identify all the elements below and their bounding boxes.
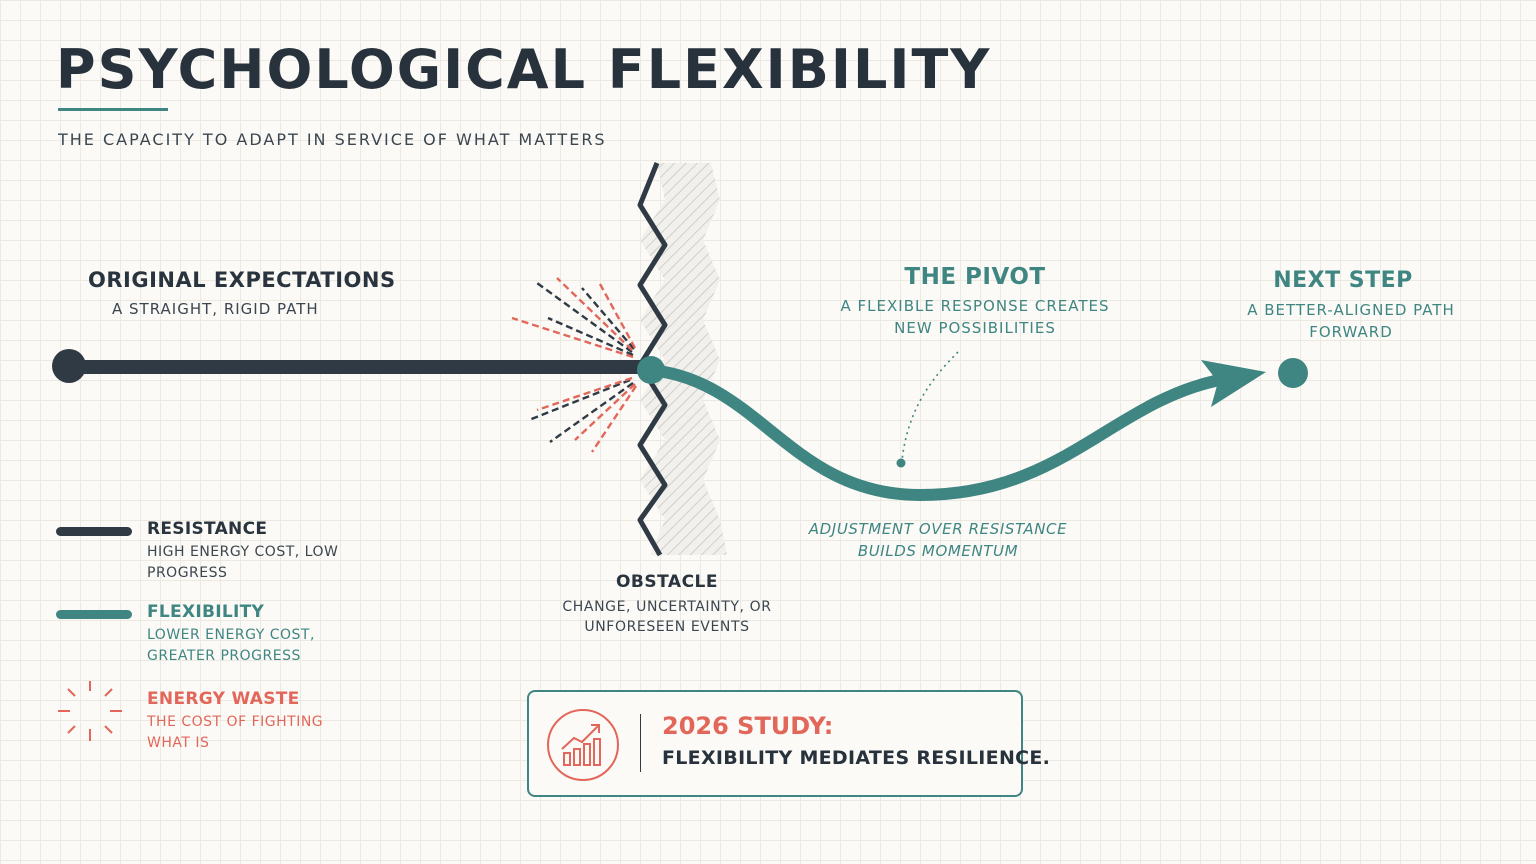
next-step-heading: NEXT STEP (1273, 268, 1413, 293)
next-step-node (1278, 358, 1308, 388)
resistance-path (52, 349, 647, 383)
next-step-sub: A BETTER-ALIGNED PATH FORWARD (1247, 301, 1455, 341)
pivot-sub: A FLEXIBLE RESPONSE CREATES NEW POSSIBIL… (840, 297, 1110, 337)
page-title: PSYCHOLOGICAL FLEXIBILITY (56, 38, 992, 101)
obstacle-sub: CHANGE, UNCERTAINTY, OR UNFORESEEN EVENT… (562, 599, 772, 635)
pivot-heading: THE PIVOT (904, 264, 1046, 290)
study-callout (527, 690, 1023, 797)
legend-flexibility-desc: LOWER ENERGY COST, GREATER PROGRESS (147, 627, 315, 664)
study-title: 2026 STUDY: (662, 712, 834, 740)
study-divider (640, 714, 641, 772)
energy-burst (511, 277, 637, 453)
pivot-node (637, 356, 665, 384)
original-expectations-sub: A STRAIGHT, RIGID PATH (112, 300, 319, 318)
original-expectations-heading: ORIGINAL EXPECTATIONS (88, 268, 396, 292)
pivot-callout-leader (896, 351, 959, 468)
legend-flexibility-label: FLEXIBILITY (147, 602, 265, 622)
legend-resistance-desc: HIGH ENERGY COST, LOW PROGRESS (147, 544, 339, 581)
energy-burst-icon (58, 681, 122, 741)
legend-swatch-flexibility (56, 610, 132, 619)
flexibility-path (637, 356, 1308, 502)
arrow-head (1201, 360, 1266, 407)
legend-energy-waste-desc: THE COST OF FIGHTING WHAT IS (147, 714, 324, 751)
growth-chart-icon (547, 709, 619, 781)
adjustment-note: ADJUSTMENT OVER RESISTANCE BUILDS MOMENT… (808, 520, 1068, 560)
obstacle-heading: OBSTACLE (615, 572, 718, 592)
legend-resistance-label: RESISTANCE (147, 519, 268, 539)
start-node (52, 349, 86, 383)
legend-energy-waste-label: ENERGY WASTE (147, 689, 300, 709)
study-text: FLEXIBILITY MEDIATES RESILIENCE. (662, 747, 1051, 769)
title-underline (58, 108, 168, 111)
page-subtitle: THE CAPACITY TO ADAPT IN SERVICE OF WHAT… (58, 130, 607, 149)
legend-swatch-resistance (56, 527, 132, 536)
